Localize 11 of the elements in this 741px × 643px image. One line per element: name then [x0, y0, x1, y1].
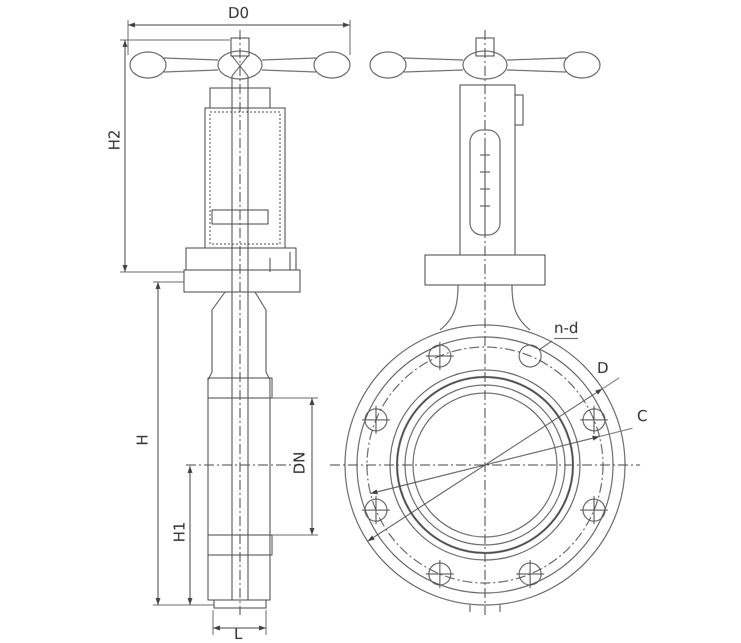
dimension-label: H2	[106, 130, 122, 150]
dimension-label: H	[134, 434, 151, 446]
dimension-label: H1	[171, 522, 188, 542]
dimension-label: DN	[291, 452, 308, 474]
dimension-label: C	[637, 408, 648, 424]
callout-label: n-d	[554, 320, 578, 339]
dimension-label: D	[597, 360, 609, 376]
leader-line	[538, 340, 552, 350]
dimension-label: D0	[228, 5, 250, 21]
dimension-label: L	[234, 626, 242, 642]
bolt-hole	[518, 344, 542, 368]
